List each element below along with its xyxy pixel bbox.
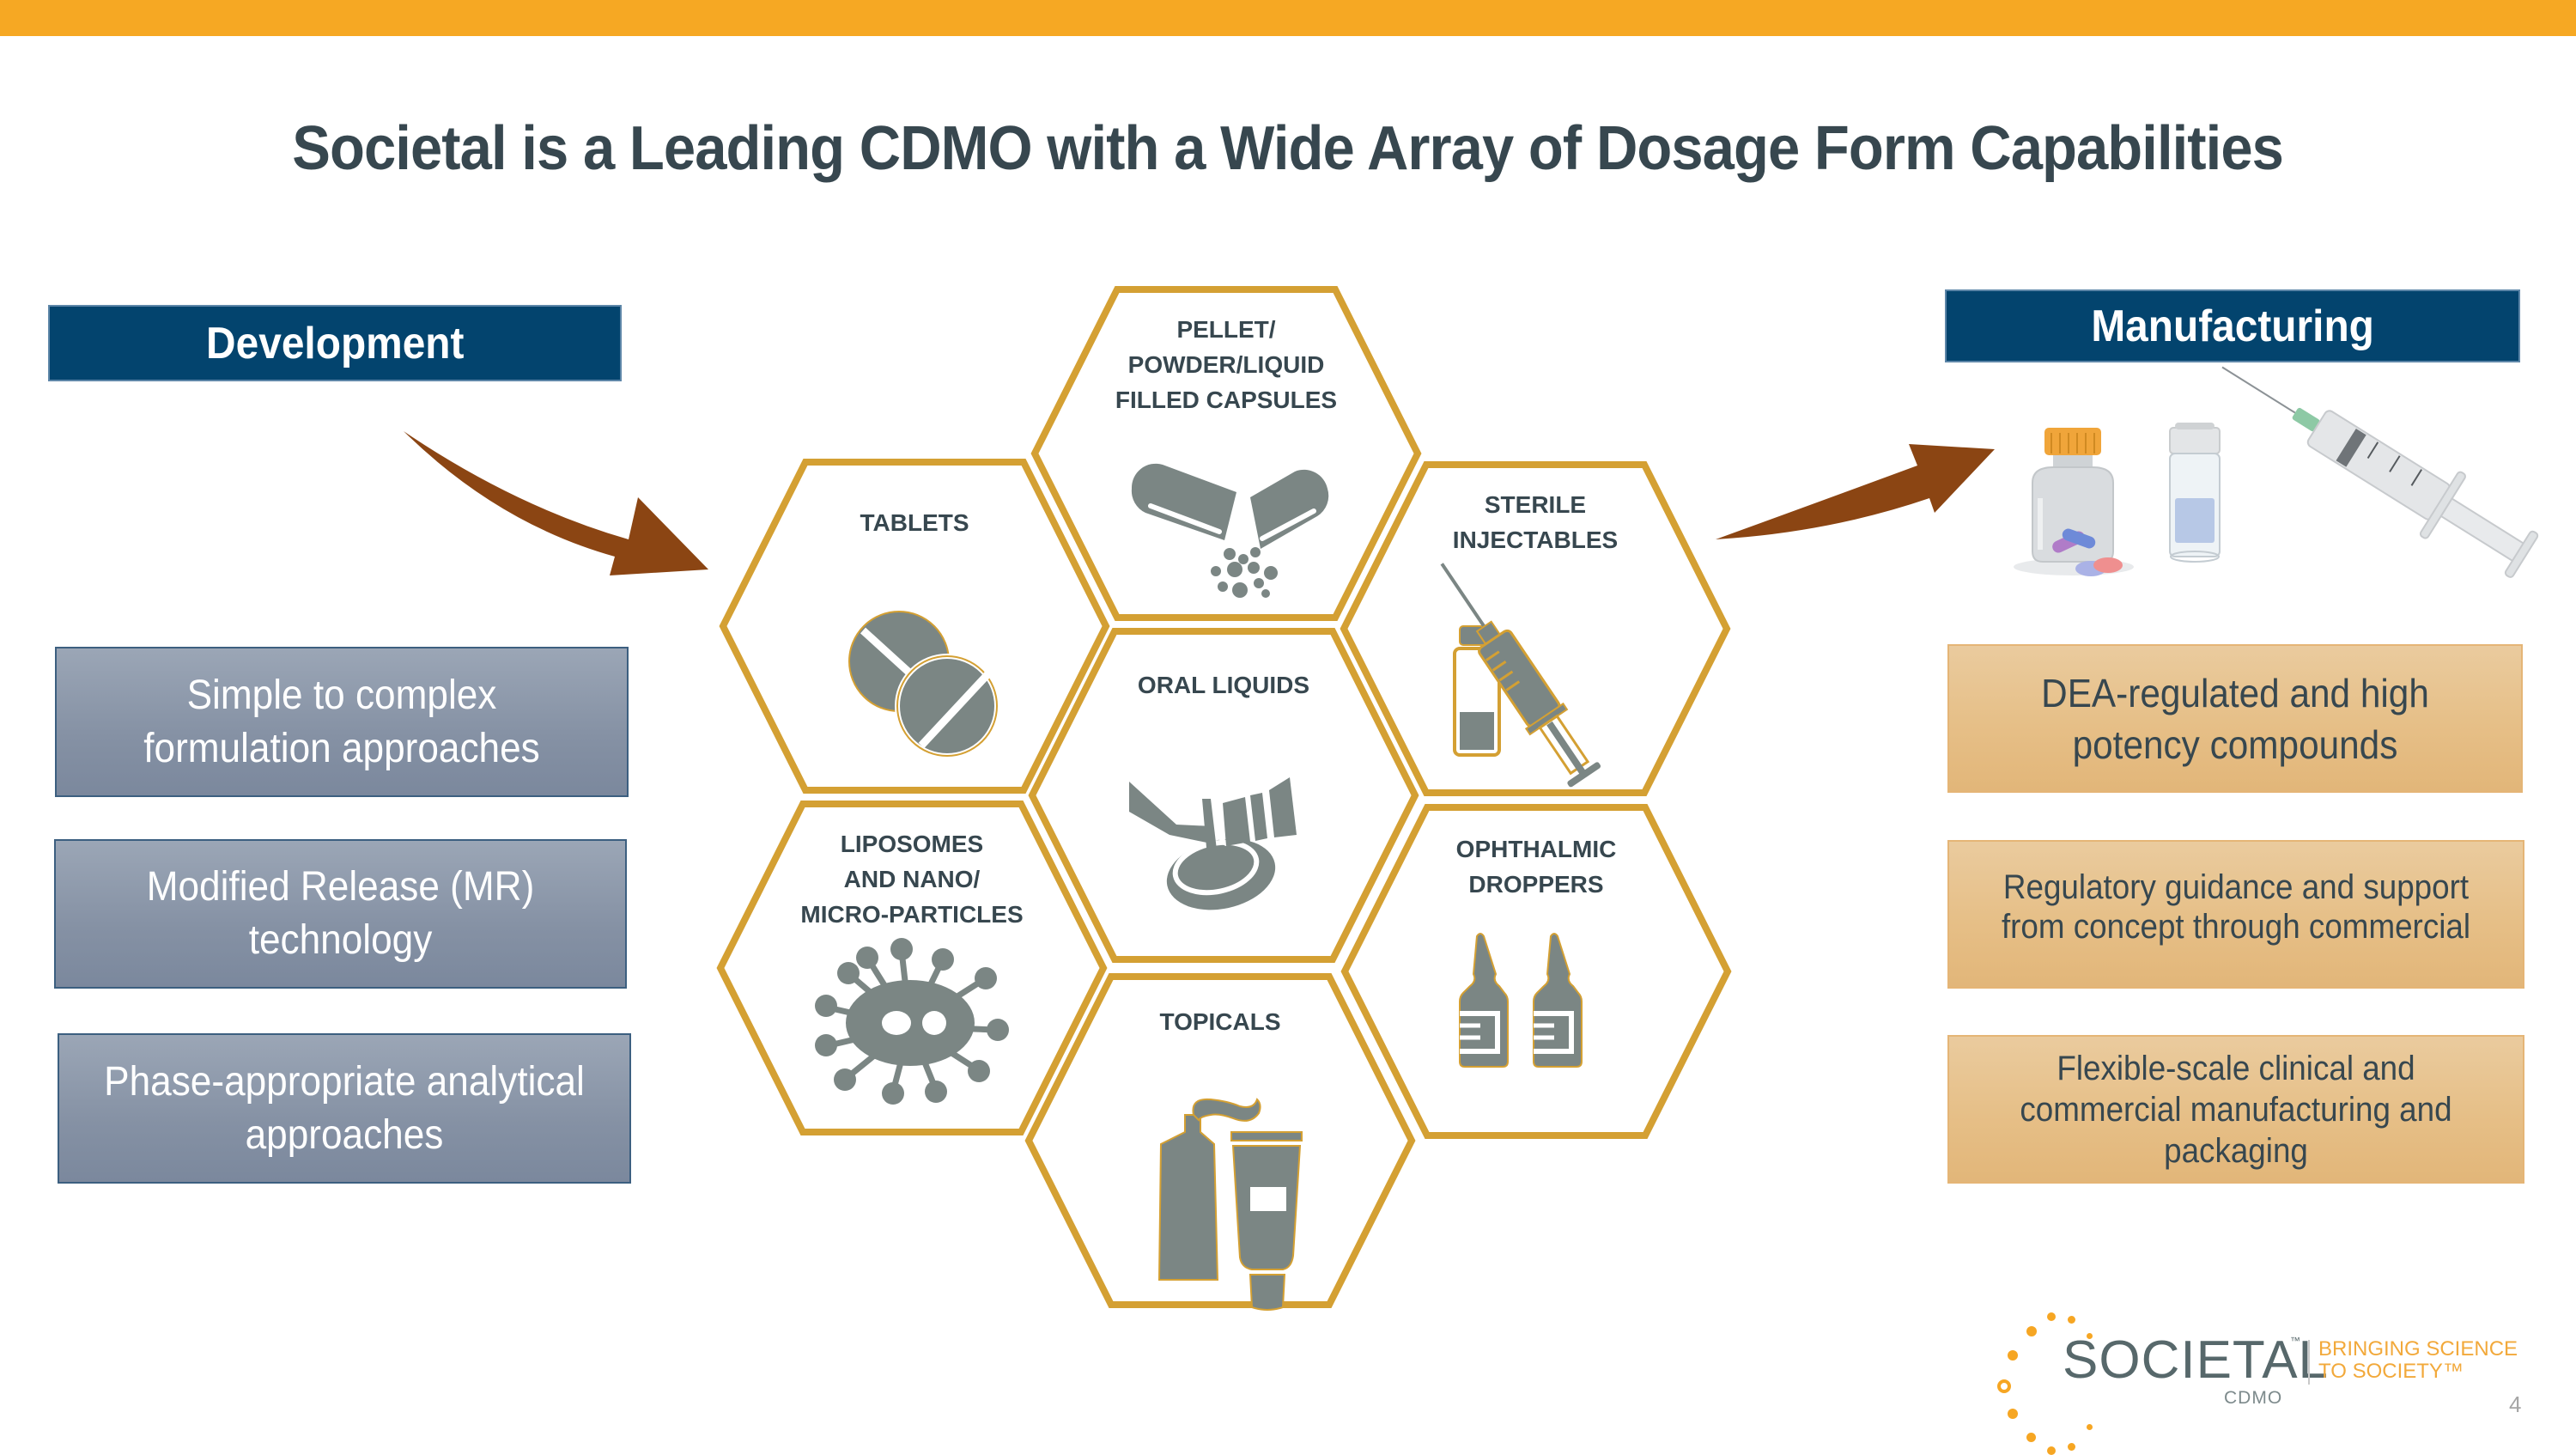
page-number: 4 bbox=[2509, 1391, 2522, 1417]
development-header: Development bbox=[48, 305, 622, 381]
hex-outline bbox=[1024, 973, 1416, 1308]
hex-sterile-injectables: STERILE INJECTABLES bbox=[1340, 461, 1731, 796]
hex-label: TABLETS bbox=[860, 509, 969, 536]
vial-icon bbox=[2169, 423, 2221, 563]
manufacturing-card: Flexible-scale clinical and commercial m… bbox=[1947, 1035, 2524, 1184]
manufacturing-header-label: Manufacturing bbox=[2091, 301, 2374, 351]
hex-liposomes: LIPOSOMES AND NANO/MICRO-PARTICLES bbox=[716, 801, 1108, 1135]
societal-logo: SOCIETAL ™ BRINGING SCIENCE TO SOCIETY™ … bbox=[1992, 1295, 2542, 1455]
hex-label: ORAL LIQUIDS bbox=[1138, 672, 1309, 698]
arrow-development-to-forms bbox=[404, 431, 708, 575]
hex-capsules: PELLET/POWDER/LIQUID FILLED CAPSULES bbox=[1030, 286, 1422, 621]
logo-dot-icon bbox=[2087, 1333, 2093, 1339]
slide-title-text: Societal is a Leading CDMO with a Wide A… bbox=[292, 114, 2285, 183]
particle-icon bbox=[815, 938, 1009, 1105]
tablets-icon bbox=[848, 611, 999, 758]
manufacturing-card-text: Regulatory guidance and support from con… bbox=[2001, 868, 2471, 946]
development-card: Simple to complex formulation approaches bbox=[55, 647, 629, 797]
pill-bottle-icon bbox=[2014, 428, 2134, 576]
hex-label: FILLED CAPSULES bbox=[1115, 387, 1337, 413]
hex-outline bbox=[1340, 461, 1731, 796]
logo-dot-icon bbox=[2008, 1350, 2018, 1361]
manufacturing-card-text: DEA-regulated and high potency compounds bbox=[2041, 670, 2429, 767]
logo-dot-icon bbox=[2047, 1446, 2056, 1455]
manufacturing-card-text: Flexible-scale clinical and commercial m… bbox=[2020, 1049, 2452, 1170]
development-card: Modified Release (MR) technology bbox=[54, 839, 627, 989]
hex-label: STERILE bbox=[1485, 491, 1586, 518]
manufacturing-card: Regulatory guidance and support from con… bbox=[1947, 840, 2524, 989]
logo-dot-icon bbox=[2047, 1312, 2056, 1321]
manufacturing-card: DEA-regulated and high potency compounds bbox=[1947, 644, 2523, 793]
capsule-icon bbox=[1131, 463, 1329, 598]
logo-dot-icon bbox=[2026, 1326, 2037, 1336]
hex-topicals: TOPICALS bbox=[1024, 973, 1416, 1308]
development-header-label: Development bbox=[205, 318, 465, 368]
hex-ophthalmic: OPHTHALMIC DROPPERS bbox=[1340, 804, 1732, 1139]
hex-label: OPHTHALMIC bbox=[1456, 836, 1617, 862]
logo-tagline-line: BRINGING SCIENCE bbox=[2318, 1337, 2518, 1361]
hex-label: PELLET/ bbox=[1176, 316, 1275, 343]
hex-outline bbox=[1340, 804, 1732, 1139]
tubes-icon bbox=[1157, 1098, 1303, 1311]
logo-dot-icon bbox=[2087, 1424, 2093, 1430]
logo-dot-icon bbox=[1997, 1379, 2011, 1393]
logo-divider bbox=[2308, 1340, 2310, 1385]
hex-label: MICRO-PARTICLES bbox=[800, 901, 1023, 928]
hex-oral-liquids: ORAL LIQUIDS bbox=[1028, 628, 1419, 963]
development-card-text: Simple to complex formulation approaches bbox=[143, 672, 540, 771]
arrow-forms-to-manufacturing bbox=[1716, 444, 1995, 539]
spoon-bottle-icon bbox=[1129, 777, 1297, 910]
logo-cdmo: CDMO bbox=[2224, 1388, 2283, 1408]
top-accent-bar bbox=[0, 0, 2576, 36]
logo-tagline: BRINGING SCIENCE TO SOCIETY™ bbox=[2318, 1338, 2518, 1383]
logo-tagline-line: TO SOCIETY™ bbox=[2318, 1360, 2464, 1383]
hex-label: POWDER/LIQUID bbox=[1128, 351, 1325, 378]
logo-dot-icon bbox=[2068, 1443, 2075, 1451]
logo-trademark: ™ bbox=[2290, 1335, 2300, 1347]
syringe-icon bbox=[2221, 366, 2539, 578]
dropper-bottles-icon bbox=[1459, 933, 1583, 1068]
development-card-text: Modified Release (MR) technology bbox=[146, 864, 535, 963]
hex-label: INJECTABLES bbox=[1453, 527, 1618, 553]
logo-dot-icon bbox=[2008, 1409, 2018, 1419]
hex-label: TOPICALS bbox=[1159, 1008, 1280, 1035]
logo-dot-icon bbox=[2026, 1433, 2036, 1442]
logo-dot-icon bbox=[2068, 1316, 2075, 1324]
development-card: Phase-appropriate analytical approaches bbox=[58, 1033, 631, 1184]
hex-label: AND NANO/ bbox=[844, 866, 981, 892]
hex-outline bbox=[1028, 628, 1419, 963]
slide-title: Societal is a Leading CDMO with a Wide A… bbox=[0, 113, 2576, 184]
hex-label: LIPOSOMES bbox=[841, 831, 983, 857]
development-card-text: Phase-appropriate analytical approaches bbox=[104, 1058, 585, 1158]
logo-wordmark: SOCIETAL bbox=[2063, 1330, 2330, 1390]
hex-outline bbox=[1030, 286, 1422, 621]
manufacturing-header: Manufacturing bbox=[1945, 289, 2520, 362]
vial-syringe-icon bbox=[1440, 563, 1601, 788]
hex-label: DROPPERS bbox=[1468, 871, 1603, 898]
